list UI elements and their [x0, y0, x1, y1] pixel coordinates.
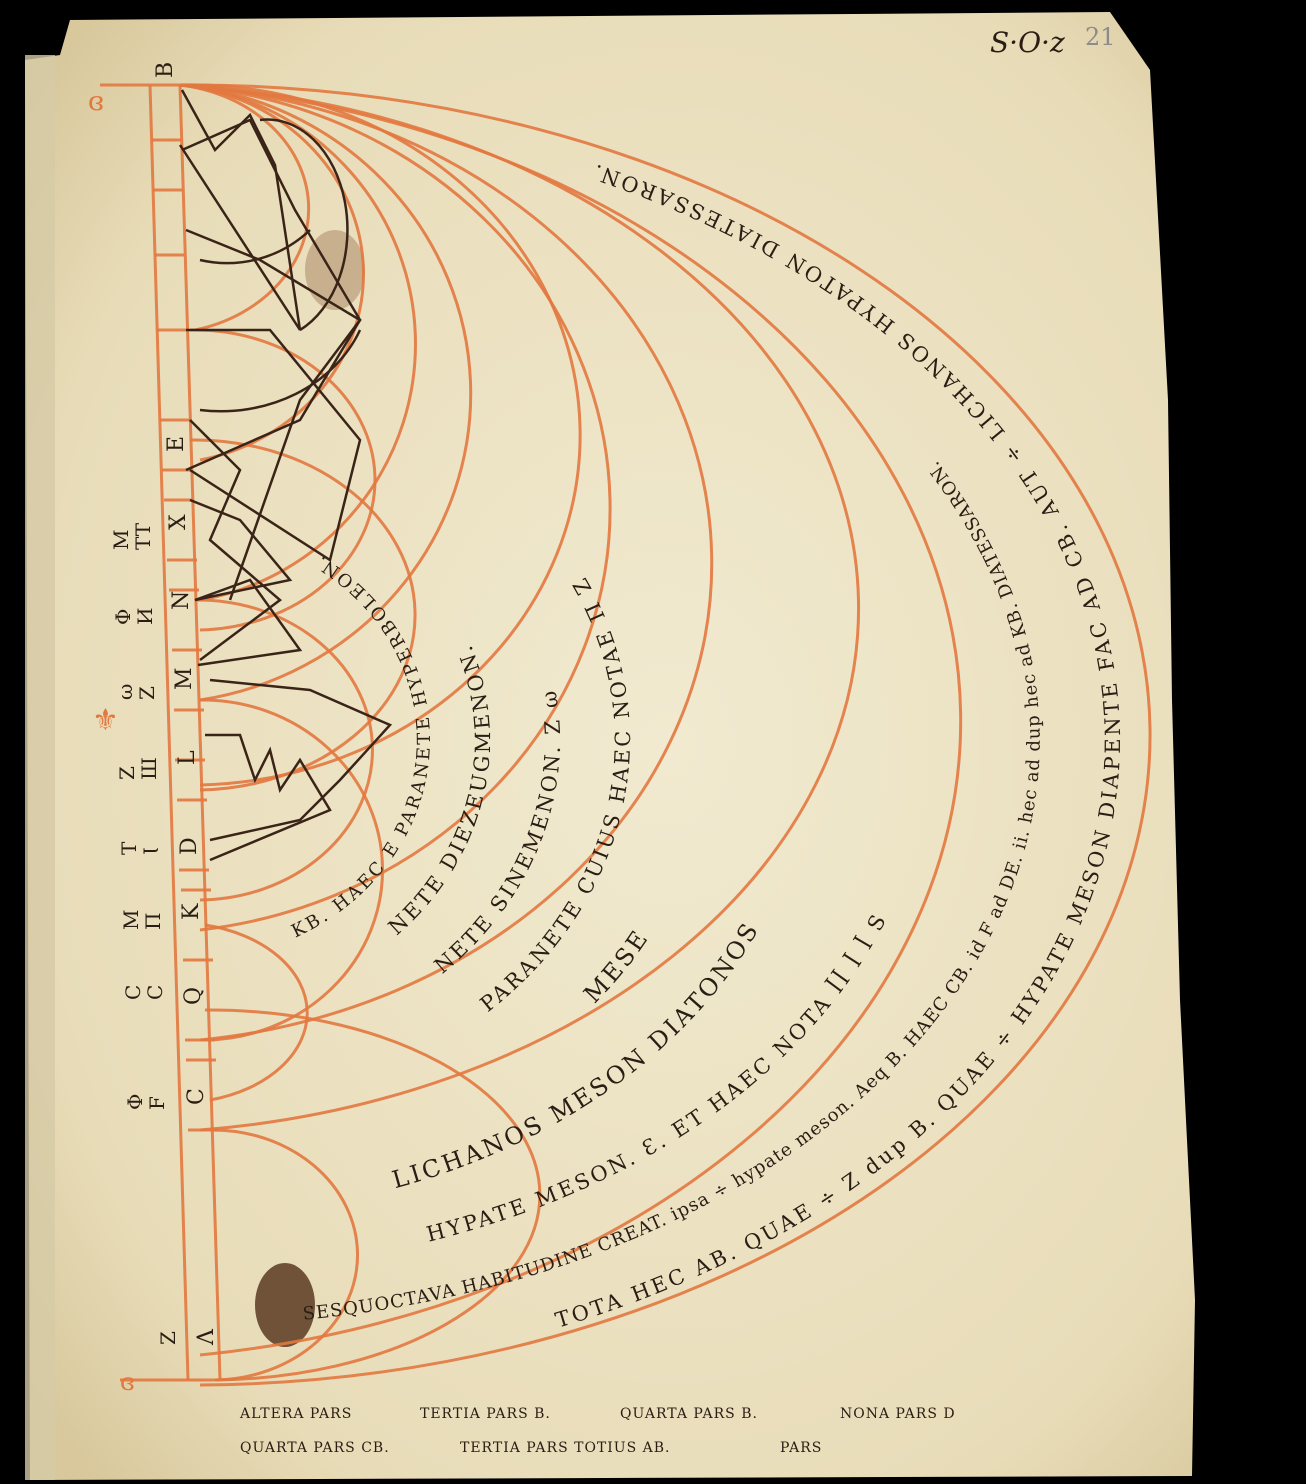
label-quarta-pars-b: QUARTA PARS B. [620, 1406, 758, 1422]
bar-letter: Λ [194, 1328, 219, 1346]
margin-letter: C [121, 985, 145, 1000]
scale-bar: ɞ ⚜ ɞ [88, 83, 222, 1396]
inner-labels: ALTERA PARS TERTIA PARS B. QUARTA PARS B… [239, 1406, 956, 1456]
orange-arcs [179, 83, 1152, 1387]
margin-letter: C [143, 985, 167, 1000]
bar-letter: K [179, 903, 204, 920]
bar-letter: E [164, 436, 189, 452]
label-tertia-pars: TERTIA PARS B. [420, 1406, 551, 1422]
margin-letter: Φ [111, 609, 135, 625]
margin-letter: T [117, 841, 141, 855]
interval-zigzags [178, 89, 393, 862]
margin-letter: Φ [123, 1094, 147, 1110]
binding-gutter [25, 55, 55, 1480]
margin-letter: И [133, 608, 157, 625]
margin-letter: TT [131, 522, 155, 550]
bar-letter: L [175, 750, 200, 765]
bar-letters: B E X N M L D K Q C Λ [153, 62, 219, 1346]
bar-letter: B [153, 62, 178, 78]
flourish-icon: ⚜ [92, 703, 119, 738]
bar-letter: Q [181, 987, 206, 1005]
signature-mark: S·O·z [990, 26, 1065, 59]
bar-letter: X [166, 514, 191, 530]
margin-letter: ω [113, 684, 137, 700]
margin-letter: Π [141, 913, 165, 930]
flourish-icon: ɞ [120, 1368, 135, 1396]
margin-letters: M TT Φ И ω Z Z Ш T Ɩ M Π C C Φ F Z [109, 522, 180, 1345]
margin-letter: Z [115, 766, 139, 780]
bar-letter: C [184, 1088, 209, 1105]
label-tertia-pars-ab: TERTIA PARS TOTIUS AB. [460, 1440, 670, 1456]
margin-letter: M [119, 910, 143, 930]
label-pars: PARS [780, 1440, 822, 1456]
margin-letter: Z [156, 1331, 180, 1345]
bar-letter: N [169, 591, 194, 610]
margin-letter: M [109, 530, 133, 550]
bar-letter: D [177, 837, 202, 855]
flourish-icon: ɞ [88, 87, 104, 117]
bar-letter: M [172, 667, 197, 690]
folio-number: 21 [1085, 23, 1116, 51]
margin-letter: F [145, 1096, 169, 1110]
label-altera-pars: ALTERA PARS [239, 1406, 352, 1422]
label-nona-pars: NONA PARS D [840, 1406, 956, 1422]
margin-letter: Ш [137, 757, 161, 780]
margin-letter: Z [135, 686, 159, 700]
margin-letter: Ɩ [139, 847, 163, 855]
label-quarta-pars-cb: QUARTA PARS CB. [240, 1440, 390, 1456]
stain [255, 1263, 315, 1347]
